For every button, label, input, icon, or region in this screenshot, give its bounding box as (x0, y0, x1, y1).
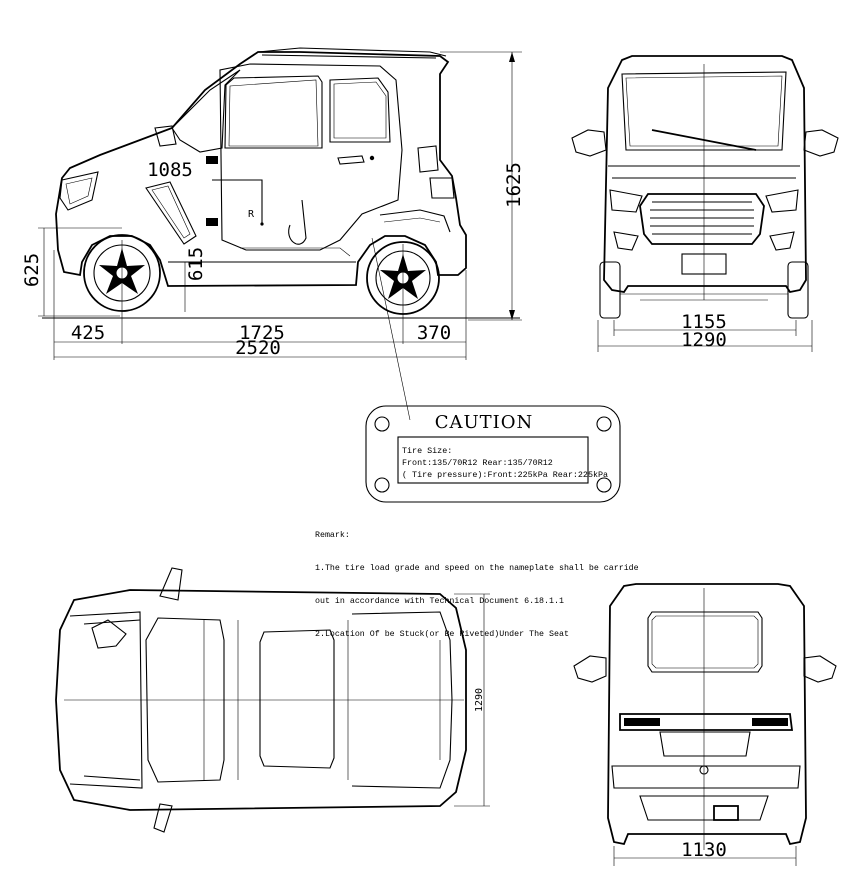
side-door-outline (219, 63, 403, 251)
rear-left-mirror (573, 655, 607, 683)
side-door-window (224, 75, 323, 149)
rear-tail-light-bar (619, 713, 794, 731)
rear-right-mirror (803, 655, 837, 683)
caution-tire-pressure: ( Tire pressure):Front:225kPa Rear:225kP… (402, 470, 608, 480)
caution-tire-size: Front:135/70R12 Rear:135/70R12 (402, 458, 553, 468)
remark-line-2: out in accordance with Technical Documen… (315, 597, 564, 606)
top-sunroof (259, 629, 335, 769)
rear-window (647, 611, 763, 673)
rear-view: 1130 (573, 583, 837, 866)
dim-top-width-1290: 1290 (474, 688, 485, 712)
front-view: 1155 1290 (571, 55, 839, 352)
dim-front-track-1155: 1155 (681, 311, 727, 333)
remark-line-3: 2.Location Of be Stuck(or Be Riveted)Und… (315, 630, 569, 639)
dim-front-axle-625: 625 (21, 253, 43, 287)
dim-height-1625: 1625 (503, 162, 525, 208)
front-left-headlight (609, 189, 643, 213)
front-windshield (621, 71, 787, 151)
front-grille-slats (650, 201, 754, 235)
dim-rear-615: 615 (185, 247, 207, 281)
dim-front-width-1290: 1290 (681, 329, 727, 351)
caution-tire-size-label: Tire Size: (402, 446, 452, 456)
front-grille (639, 193, 765, 245)
front-left-mirror (571, 129, 607, 157)
caution-plate-outline (365, 405, 621, 503)
dim-rear-track-1130: 1130 (681, 839, 727, 861)
side-rear-window (329, 77, 391, 143)
dim-wheelbase-1725: 1725 (239, 322, 285, 344)
front-body-outline (603, 55, 807, 294)
side-r-point-label: R (248, 209, 255, 220)
dim-front-overhang-425: 425 (71, 322, 105, 344)
top-windshield (145, 617, 225, 783)
dim-door-sill-1085: 1085 (147, 159, 193, 181)
dim-rear-overhang-370: 370 (417, 322, 451, 344)
side-view: R 1625 1085 625 615 425 1725 370 2520 (21, 47, 525, 421)
remark-block: Remark: 1.The tire load grade and speed … (315, 508, 639, 651)
side-mirror (154, 125, 177, 147)
caution-plate: CAUTION Tire Size: Front:135/70R12 Rear:… (365, 405, 621, 503)
top-mirror-upper (159, 567, 183, 601)
caution-info-box (397, 436, 589, 484)
remark-heading: Remark: (315, 531, 350, 540)
dim-length-2520: 2520 (235, 337, 281, 359)
remark-line-1: 1.The tire load grade and speed on the n… (315, 564, 639, 573)
rear-body-outline (607, 583, 807, 846)
side-door-handle (337, 155, 365, 165)
top-view: 1290 (55, 567, 490, 833)
top-mirror-lower (153, 803, 173, 833)
front-right-headlight (765, 189, 799, 213)
top-body-outline (55, 589, 467, 811)
caution-leader-line (371, 237, 411, 421)
caution-title: CAUTION (435, 412, 534, 433)
front-right-mirror (803, 129, 839, 157)
